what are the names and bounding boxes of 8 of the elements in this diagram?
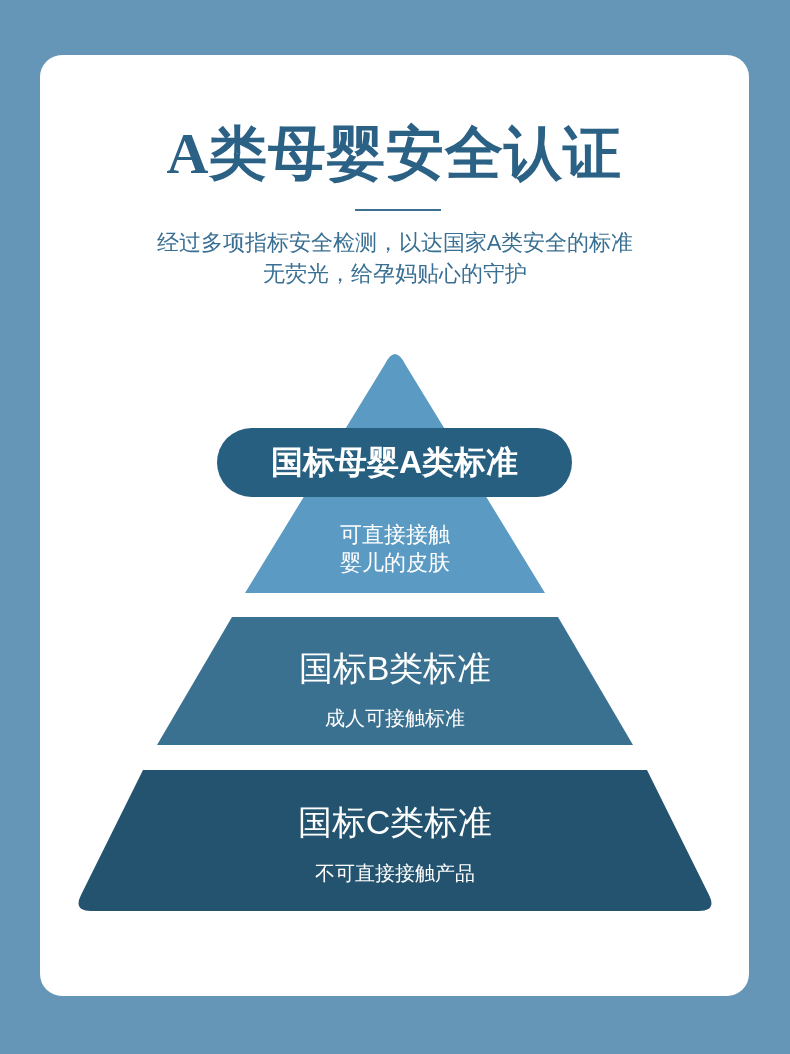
tier-description: 成人可接触标准 — [324, 706, 466, 731]
tier-heading: 国标B类标准 — [297, 648, 493, 689]
title: A类母婴安全认证 — [165, 120, 624, 188]
tier-heading: 国标C类标准 — [296, 802, 494, 843]
subtitle-text: 经过多项指标安全检测，以达国家A类安全的标准无荧光，给孕妈贴心的守护 — [155, 229, 635, 288]
tier-description: 不可直接接触产品 — [314, 861, 476, 886]
tier-description: 可直接接触婴儿的皮肤 — [339, 521, 451, 577]
heading-banner: 国标母婴A类标准 — [217, 428, 572, 497]
